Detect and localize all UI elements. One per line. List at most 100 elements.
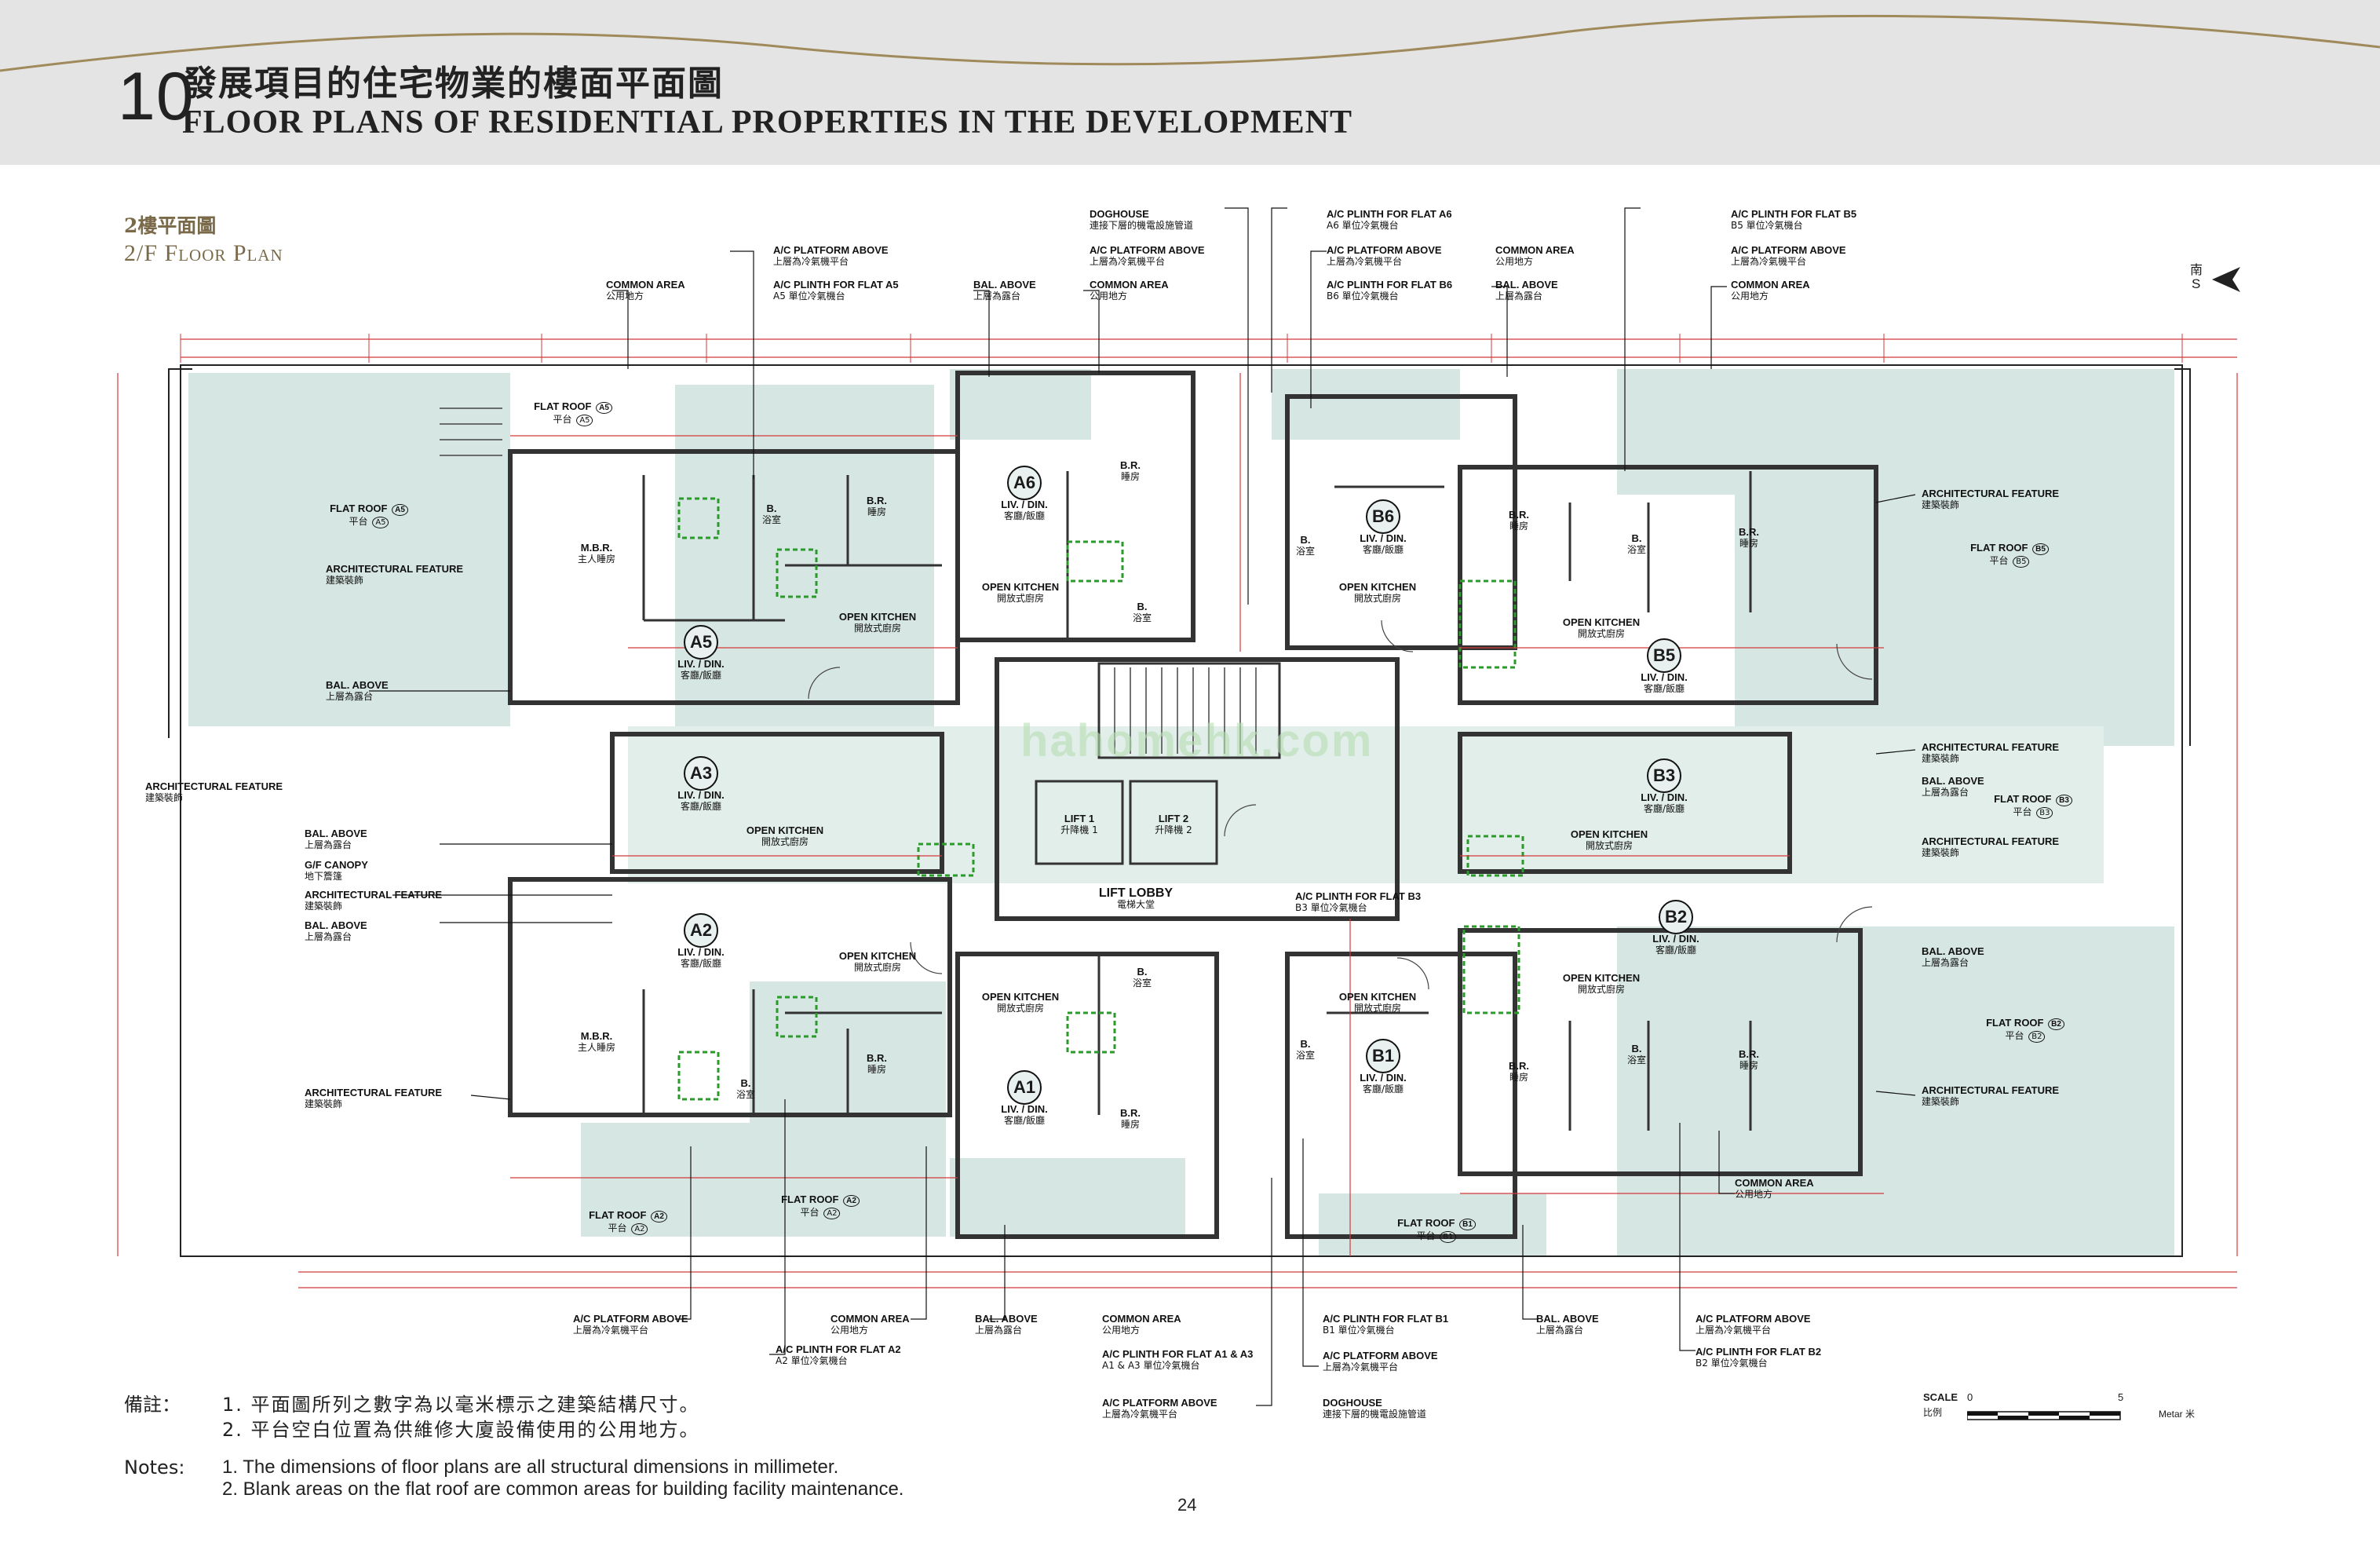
scale-end: 5 xyxy=(2118,1391,2124,1403)
room-a5-mbr: M.B.R.主人睡房 xyxy=(577,542,616,565)
scale-label-en: SCALE xyxy=(1923,1391,1958,1403)
room-b6-liv-din: LIV. / DIN.客廳/飯廳 xyxy=(1360,532,1407,555)
plan-title-chinese: 2樓平面圖 xyxy=(124,214,217,237)
flat-tag-b1: B1 xyxy=(1366,1039,1400,1073)
room-a5-bath: B.浴室 xyxy=(761,503,782,525)
compass-south-cn: 南 xyxy=(2190,262,2203,277)
room-a1-br: B.R.睡房 xyxy=(1120,1107,1141,1130)
page-number: 24 xyxy=(1177,1495,1197,1515)
room-a2-mbr: M.B.R.主人睡房 xyxy=(577,1030,616,1053)
scale-bar-graphic xyxy=(1967,1411,2121,1420)
note-en-2: 2. Blank areas on the flat roof are comm… xyxy=(222,1478,904,1500)
compass-arrow-icon xyxy=(2212,267,2240,292)
room-b1-bath: B.浴室 xyxy=(1295,1038,1316,1061)
room-b5-br: B.R.睡房 xyxy=(1739,526,1759,549)
room-a6-br: B.R.睡房 xyxy=(1120,459,1141,482)
scale-label-cn: 比例 xyxy=(1923,1407,1943,1418)
section-number: 10 xyxy=(118,59,195,134)
notes-heading-cn: 備註： xyxy=(124,1394,181,1416)
flat-tag-a3: A3 xyxy=(684,756,718,791)
note-en-1: 1. The dimensions of floor plans are all… xyxy=(222,1456,839,1478)
flat-tag-a1: A1 xyxy=(1007,1070,1042,1105)
flat-tag-b3: B3 xyxy=(1647,758,1681,793)
flat-tag-b2: B2 xyxy=(1659,900,1693,934)
note-cn-1: 1. 平面圖所列之數字為以毫米標示之建築結構尺寸。 xyxy=(222,1394,700,1416)
room-a5-liv-din: LIV. / DIN.客廳/飯廳 xyxy=(677,658,725,681)
room-b2-liv-din: LIV. / DIN.客廳/飯廳 xyxy=(1652,933,1699,956)
room-a3-liv-din: LIV. / DIN.客廳/飯廳 xyxy=(677,789,725,812)
room-b1-br: B.R.睡房 xyxy=(1509,1060,1529,1083)
room-b6-bath: B.浴室 xyxy=(1295,534,1316,557)
flat-tag-a5: A5 xyxy=(684,625,718,660)
watermark: hahomehk.com xyxy=(1020,715,1374,766)
section-title-english: FLOOR PLANS OF RESIDENTIAL PROPERTIES IN… xyxy=(182,104,1352,141)
room-b5-liv-din: LIV. / DIN.客廳/飯廳 xyxy=(1641,671,1688,694)
compass-south-en: S xyxy=(2192,276,2201,291)
room-b1-liv-din: LIV. / DIN.客廳/飯廳 xyxy=(1360,1072,1407,1095)
room-b2-bath: B.浴室 xyxy=(1626,1043,1647,1065)
flat-tag-b5: B5 xyxy=(1647,638,1681,673)
room-b5-bath: B.浴室 xyxy=(1626,532,1647,555)
room-a2-br: B.R.睡房 xyxy=(867,1052,887,1075)
flat-tag-b6: B6 xyxy=(1366,499,1400,534)
room-a1-liv-din: LIV. / DIN.客廳/飯廳 xyxy=(1001,1103,1048,1126)
section-title-chinese: 發展項目的住宅物業的樓面平面圖 xyxy=(182,64,724,104)
room-a2-liv-din: LIV. / DIN.客廳/飯廳 xyxy=(677,946,725,969)
room-b6-br: B.R.睡房 xyxy=(1509,509,1529,532)
